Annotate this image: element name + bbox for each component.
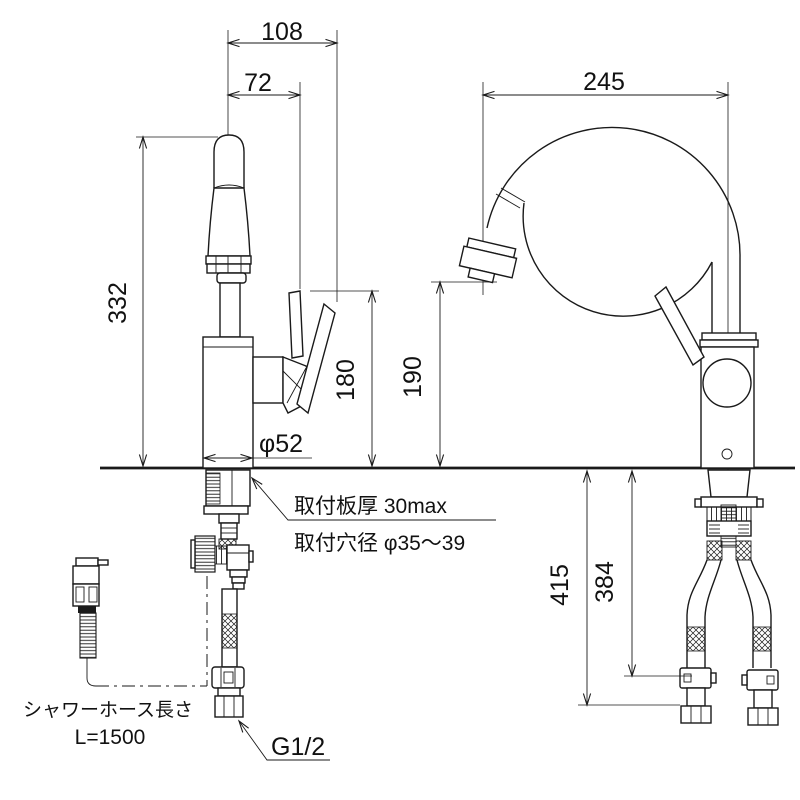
hose-nut-upper xyxy=(211,666,245,689)
valve-body-right xyxy=(746,669,779,691)
spout-outlet-head xyxy=(458,237,518,284)
supply-nut-left xyxy=(680,705,712,724)
hose-ferrule-3 xyxy=(232,582,245,590)
gooseneck-inner xyxy=(522,202,713,317)
hose-left-inner xyxy=(704,559,722,668)
spray-grip xyxy=(207,187,251,257)
connector-body xyxy=(72,565,100,585)
lever-front xyxy=(654,285,705,367)
dim-415-label: 415 xyxy=(546,564,574,606)
annotations: 取付板厚 30max 取付穴径 φ35〜39 シャワーホース長さ L=1500 … xyxy=(23,476,496,761)
hose-braid-right xyxy=(752,626,772,652)
angle-fitting-tab xyxy=(248,550,254,563)
lever-tilted xyxy=(296,302,336,415)
angle-fitting xyxy=(226,544,250,571)
dim-190-label: 190 xyxy=(399,356,427,398)
valve-stem-right xyxy=(753,689,773,709)
knob-connector xyxy=(214,545,228,565)
spray-collar xyxy=(216,272,247,284)
braid-top-left xyxy=(706,540,723,561)
dim-180-label: 180 xyxy=(332,359,360,401)
supply-nut-right xyxy=(747,707,779,726)
left-faucet-view xyxy=(72,30,336,718)
dim-108-label: 108 xyxy=(261,18,303,46)
spray-nut-upper xyxy=(205,255,252,265)
dim-332-label: 332 xyxy=(104,282,132,324)
fitting-2 xyxy=(220,522,238,540)
dim-245-label: 245 xyxy=(583,68,625,96)
connector-tab xyxy=(97,559,109,566)
spray-nut-lower xyxy=(206,263,251,274)
dim-phi52-label: φ52 xyxy=(259,430,303,458)
hose-ferrule-1 xyxy=(229,569,248,578)
shank-threads xyxy=(205,472,221,505)
spray-head-seam xyxy=(213,184,245,189)
right-under-counter-assembly xyxy=(679,469,779,726)
valve-body-left xyxy=(679,667,712,689)
gooseneck-outer xyxy=(486,126,741,259)
handle-boss-circle xyxy=(702,358,752,408)
valve-stem-left xyxy=(686,687,706,707)
knob-cap xyxy=(190,539,196,569)
lever-vertical xyxy=(288,290,304,359)
shower-hose-note-line2: L=1500 xyxy=(75,726,146,749)
hose-left-outer xyxy=(686,559,708,668)
band-section xyxy=(706,520,752,537)
supply-hose-braid xyxy=(221,613,238,649)
spout-neck xyxy=(219,282,241,338)
spray-head-dome xyxy=(213,134,245,188)
valve-tab-right xyxy=(741,674,748,686)
riser-flange-2 xyxy=(699,339,759,348)
riser-flange-1 xyxy=(701,332,757,341)
g-thread-nut xyxy=(214,695,244,718)
outlet-nozzle xyxy=(467,267,496,284)
mounting-plate xyxy=(203,505,249,515)
connector-band xyxy=(78,606,96,613)
faucet-body-side xyxy=(202,336,254,469)
connector-top xyxy=(75,557,99,567)
spout-seam xyxy=(500,187,526,203)
dim-72-label: 72 xyxy=(244,69,272,97)
hose-tail xyxy=(86,658,97,687)
handle-joint-block xyxy=(252,356,284,404)
fitting-1 xyxy=(218,513,240,524)
hose-spring xyxy=(79,612,97,659)
thread-note: G1/2 xyxy=(271,733,325,761)
mounting-plate-note: 取付板厚 30max xyxy=(294,495,447,518)
hose-right-outer xyxy=(750,559,772,668)
thread-note-leader xyxy=(237,719,330,761)
set-screw-hole xyxy=(721,448,733,460)
valve-tab-left xyxy=(710,672,717,684)
shower-hose-note-line1: シャワーホース長さ xyxy=(23,700,193,721)
hose-braid-left xyxy=(686,626,706,652)
mounting-hole-note: 取付穴径 φ35〜39 xyxy=(294,532,465,555)
dimensions: 108 72 245 332 180 190 φ52 415 384 xyxy=(104,18,730,707)
left-under-counter-assembly xyxy=(190,469,254,718)
bracket-wing-right xyxy=(756,498,764,508)
check-valve-knob xyxy=(194,535,216,573)
right-faucet-view xyxy=(458,82,779,726)
dim-384-label: 384 xyxy=(591,561,619,603)
hose-right-inner xyxy=(736,559,754,668)
shower-hose-connector xyxy=(72,557,208,687)
hose-ferrule-2 xyxy=(231,576,246,584)
base-shank xyxy=(707,469,751,498)
braid-top-right xyxy=(735,540,752,561)
bracket-wing-left xyxy=(694,498,702,508)
mounting-note-leader xyxy=(250,476,496,521)
hose-coupling xyxy=(217,687,241,697)
